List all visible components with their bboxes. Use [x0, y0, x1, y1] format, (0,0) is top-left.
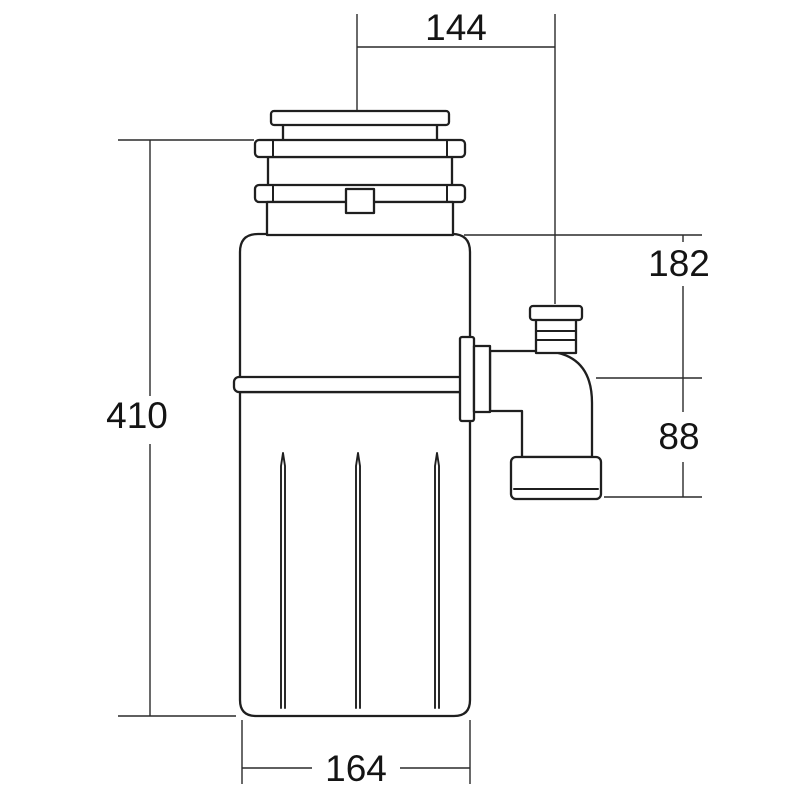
outlet-elbow	[458, 335, 603, 501]
grind-ribs	[280, 452, 440, 709]
rib-center	[355, 452, 361, 709]
rib-left	[280, 452, 286, 709]
dim-label-flange-to-outlet: 182	[648, 243, 710, 284]
neck-collar	[265, 200, 455, 237]
elbow-flange-boss	[472, 344, 492, 414]
hopper-section	[266, 155, 454, 188]
dim-label-overall-height: 410	[106, 395, 168, 436]
elbow-flange-plate	[458, 335, 476, 423]
dim-label-top-offset: 144	[425, 7, 487, 48]
inlet-body	[534, 316, 578, 355]
outlet-coupling	[509, 455, 603, 501]
inlet-cap	[528, 304, 584, 322]
rib-right	[434, 452, 440, 709]
dim-label-outlet-drop: 88	[658, 416, 699, 457]
disposal-unit	[232, 109, 603, 718]
dishwasher-inlet	[528, 304, 584, 355]
elbow-pipe	[488, 349, 594, 459]
upper-body	[238, 232, 472, 394]
lower-body	[238, 390, 472, 718]
body-band	[232, 375, 478, 394]
upper-mount-ring	[253, 138, 467, 159]
sink-flange-top	[269, 109, 451, 127]
dimension-lines	[118, 14, 702, 784]
sink-mount-assembly	[253, 109, 467, 237]
dim-label-body-width: 164	[325, 748, 387, 789]
mount-screw-detail	[344, 187, 376, 215]
